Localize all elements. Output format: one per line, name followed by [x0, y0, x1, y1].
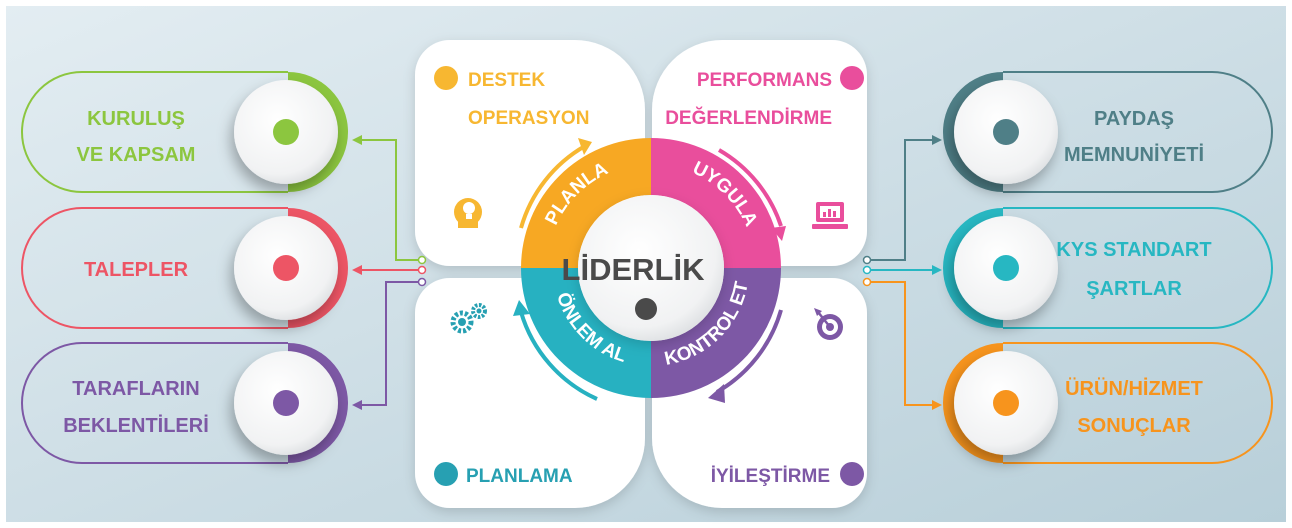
planlama-label: PLANLAMA: [466, 466, 573, 487]
performans-degerlendirme-dot: [840, 66, 864, 90]
performans-degerlendirme-line1: PERFORMANS: [697, 70, 832, 91]
center-title: LİDERLİK: [562, 252, 706, 287]
cycle-segment-planla: [521, 138, 651, 268]
cycle-arrow-kontrol-et: [716, 309, 783, 394]
left-item-kurulus-outline: [21, 71, 288, 193]
left-connectors: [352, 135, 427, 410]
right-item-urun-dot: [993, 390, 1019, 416]
left-item-taraflarin: TARAFLARIN BEKLENTİLERİ: [21, 342, 348, 464]
right-item-paydas: PAYDAŞ MEMNUNİYETİ: [943, 71, 1273, 193]
left-item-talepler-dot: [273, 255, 299, 281]
gears-icon: [450, 303, 487, 334]
right-item-urun-line1: ÜRÜN/HİZMET: [1065, 377, 1203, 400]
right-item-urun-line2: SONUÇLAR: [1077, 415, 1191, 437]
cycle-segment-onlem-al: [521, 268, 651, 398]
lightbulb-head-icon: [454, 198, 482, 228]
left-item-talepler-line1: TALEPLER: [84, 259, 189, 281]
right-connectors: [862, 135, 942, 410]
right-item-kys-outline: [1003, 207, 1273, 329]
right-item-urun-outline: [1003, 342, 1273, 464]
destek-operasyon-line2: OPERASYON: [468, 108, 589, 129]
destek-operasyon-line1: DESTEK: [468, 70, 545, 91]
left-item-taraflarin-line2: BEKLENTİLERİ: [63, 414, 209, 437]
right-item-kys-line1: KYS STANDART: [1056, 239, 1211, 261]
left-item-kurulus-line2: VE KAPSAM: [77, 144, 196, 166]
cycle-segment-kontrol-et: [651, 268, 781, 398]
left-item-taraflarin-line1: TARAFLARIN: [72, 378, 199, 400]
cycle-arrow-uygula: [718, 148, 783, 227]
center-disc: [578, 195, 724, 341]
cycle-segment-uygula: [651, 138, 781, 268]
left-item-kurulus-line1: KURULUŞ: [87, 108, 185, 130]
center-dot: [635, 298, 657, 320]
iyilestirme-dot: [840, 462, 864, 486]
left-item-taraflarin-outline: [21, 342, 288, 464]
left-item-talepler-outline: [21, 207, 288, 329]
left-item-kurulus: KURULUŞ VE KAPSAM: [21, 71, 348, 193]
computer-chart-icon: [812, 202, 848, 229]
right-item-kys-line2: ŞARTLAR: [1086, 278, 1182, 300]
right-item-paydas-outline: [1003, 71, 1273, 193]
left-item-kurulus-dot: [273, 119, 299, 145]
iyilestirme-label: İYİLEŞTİRME: [711, 466, 830, 487]
right-item-paydas-dot: [993, 119, 1019, 145]
left-item-talepler: TALEPLER: [21, 207, 348, 329]
right-item-paydas-line2: MEMNUNİYETİ: [1064, 143, 1204, 166]
right-item-kys: KYS STANDART ŞARTLAR: [943, 207, 1273, 329]
performans-degerlendirme-line2: DEĞERLENDİRME: [665, 107, 832, 129]
planlama-dot: [434, 462, 458, 486]
destek-operasyon-dot: [434, 66, 458, 90]
right-item-urun: ÜRÜN/HİZMET SONUÇLAR: [943, 342, 1273, 464]
cycle-arrow-planla: [519, 144, 586, 229]
left-item-taraflarin-dot: [273, 390, 299, 416]
cycle-arrow-onlem-al: [519, 311, 598, 401]
target-icon: [814, 308, 843, 340]
right-item-paydas-line1: PAYDAŞ: [1094, 108, 1174, 130]
right-item-kys-dot: [993, 255, 1019, 281]
